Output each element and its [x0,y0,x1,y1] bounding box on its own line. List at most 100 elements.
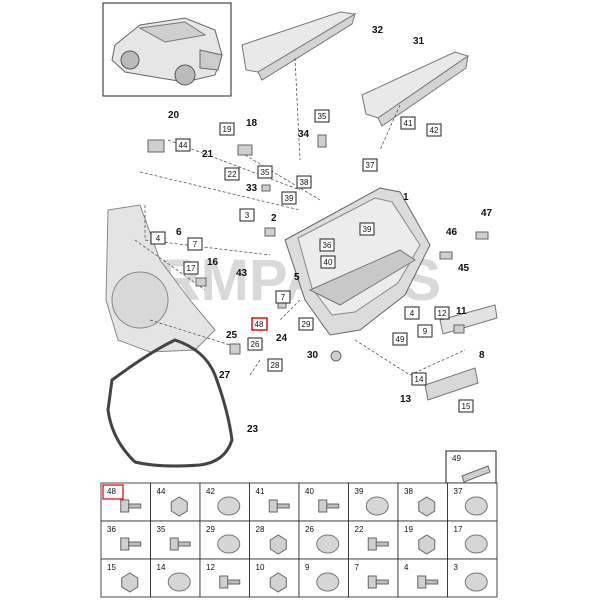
callout-23: 23 [247,424,259,435]
svg-text:3: 3 [245,211,250,220]
box-3: 3 [239,208,255,222]
tailgate-1 [284,187,431,336]
callout-16: 16 [207,257,219,268]
part-cell-37: 37 [447,482,498,522]
part-cell-7: 7 [348,558,399,598]
svg-text:49: 49 [452,454,461,463]
part-cell-10: 10 [249,558,300,598]
box-35b: 35 [257,165,273,179]
svg-text:49: 49 [396,335,405,344]
callout-47: 47 [481,208,493,219]
car-thumbnail [102,2,232,97]
box-17: 17 [183,261,199,275]
svg-text:14: 14 [415,375,424,384]
part-cell-label: 26 [305,525,314,534]
part-cap-icon [217,496,241,516]
plate-13 [424,367,479,401]
svg-text:4: 4 [156,234,161,243]
part-cap-icon [316,572,340,592]
callout-43: 43 [236,268,248,279]
callout-45: 45 [458,263,470,274]
callout-20: 20 [168,110,180,121]
part-cell-label: 4 [404,563,409,572]
svg-text:12: 12 [438,309,447,318]
box-44: 44 [175,138,191,152]
highlight-48 [102,484,124,500]
part-cell-22: 22 [348,520,399,560]
callout-6: 6 [176,227,182,238]
callout-24: 24 [276,333,288,344]
part-nut-icon [269,572,287,593]
box-9: 9 [417,324,433,338]
callout-18: 18 [246,118,258,129]
svg-text:22: 22 [228,170,237,179]
part-cell-label: 7 [355,563,360,572]
part-cell-label: 42 [206,487,215,496]
part-cap-icon [217,534,241,554]
panel-49: 49 [445,450,497,484]
box-4: 4 [150,231,166,245]
svg-text:36: 36 [323,241,332,250]
callout-8: 8 [479,350,485,361]
part-cell-48: 48 [100,482,151,522]
part-cell-26: 26 [298,520,349,560]
part-nut-icon [418,496,436,517]
svg-text:35: 35 [318,112,327,121]
callout-5: 5 [294,272,300,283]
body-panel [105,204,216,353]
svg-text:15: 15 [462,402,471,411]
box-29: 29 [298,317,314,331]
part-cell-36: 36 [100,520,151,560]
box-35: 35 [314,109,330,123]
box-19: 19 [219,122,235,136]
callout-27: 27 [219,370,231,381]
box-41: 41 [400,116,416,130]
callout-33: 33 [246,183,258,194]
part-cell-4: 4 [397,558,448,598]
svg-text:7: 7 [281,293,286,302]
svg-text:19: 19 [223,125,232,134]
part-cap-icon [464,572,488,592]
spoiler-31 [361,51,470,127]
part-cell-29: 29 [199,520,250,560]
box-39a: 39 [281,191,297,205]
box-42: 42 [426,123,442,137]
svg-text:26: 26 [251,340,260,349]
callout-13: 13 [400,394,412,405]
callout-labels: 32 31 20 18 34 21 33 1 2 6 47 46 45 16 4… [168,25,493,435]
callout-32: 32 [372,25,384,36]
part-cell-label: 28 [256,525,265,534]
callout-46: 46 [446,227,458,238]
part-bolt-icon [219,575,241,589]
svg-text:37: 37 [366,161,375,170]
part-cell-label: 9 [305,563,310,572]
svg-text:44: 44 [179,141,188,150]
part-cell-label: 17 [454,525,463,534]
part-cell-label: 15 [107,563,116,572]
part-bolt-icon [318,499,340,513]
part-cell-label: 35 [157,525,166,534]
svg-text:39: 39 [285,194,294,203]
part-cell-label: 14 [157,563,166,572]
part-bolt-icon [169,537,191,551]
part-cell-42: 42 [199,482,250,522]
callout-31: 31 [413,36,425,47]
part-cell-28: 28 [249,520,300,560]
boxed-labels: 44 19 35 41 42 22 37 38 35 39 3 39 4 7 3… [150,109,474,413]
box-7b: 7 [275,290,291,304]
part-nut-icon [269,534,287,555]
part-cell-label: 44 [157,487,166,496]
part-cell-label: 19 [404,525,413,534]
part-nut-icon [170,496,188,517]
box-22: 22 [224,167,240,181]
part-cell-label: 10 [256,563,265,572]
part-cell-label: 12 [206,563,215,572]
box-15: 15 [458,399,474,413]
part-cell-label: 37 [454,487,463,496]
part-cell-41: 41 [249,482,300,522]
box-7a: 7 [187,237,203,251]
part-cell-39: 39 [348,482,399,522]
